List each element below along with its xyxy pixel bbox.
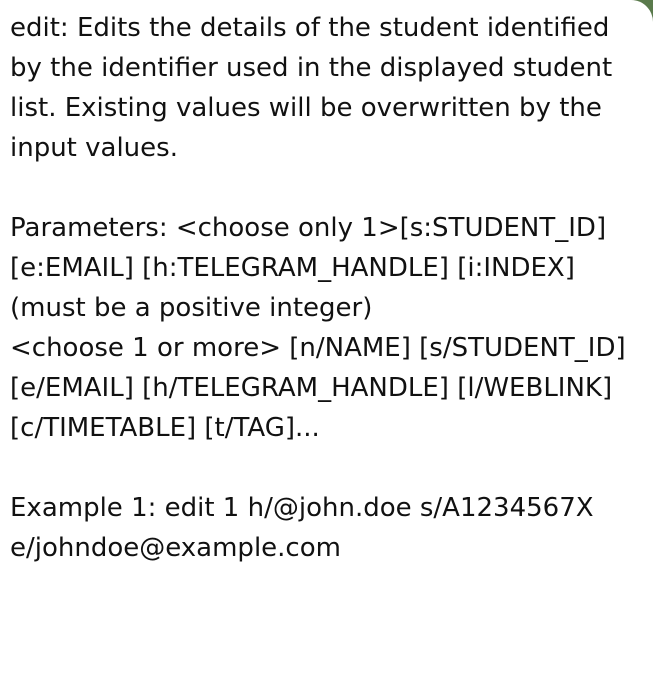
command-help-text: edit: Edits the details of the student i… <box>10 13 626 563</box>
